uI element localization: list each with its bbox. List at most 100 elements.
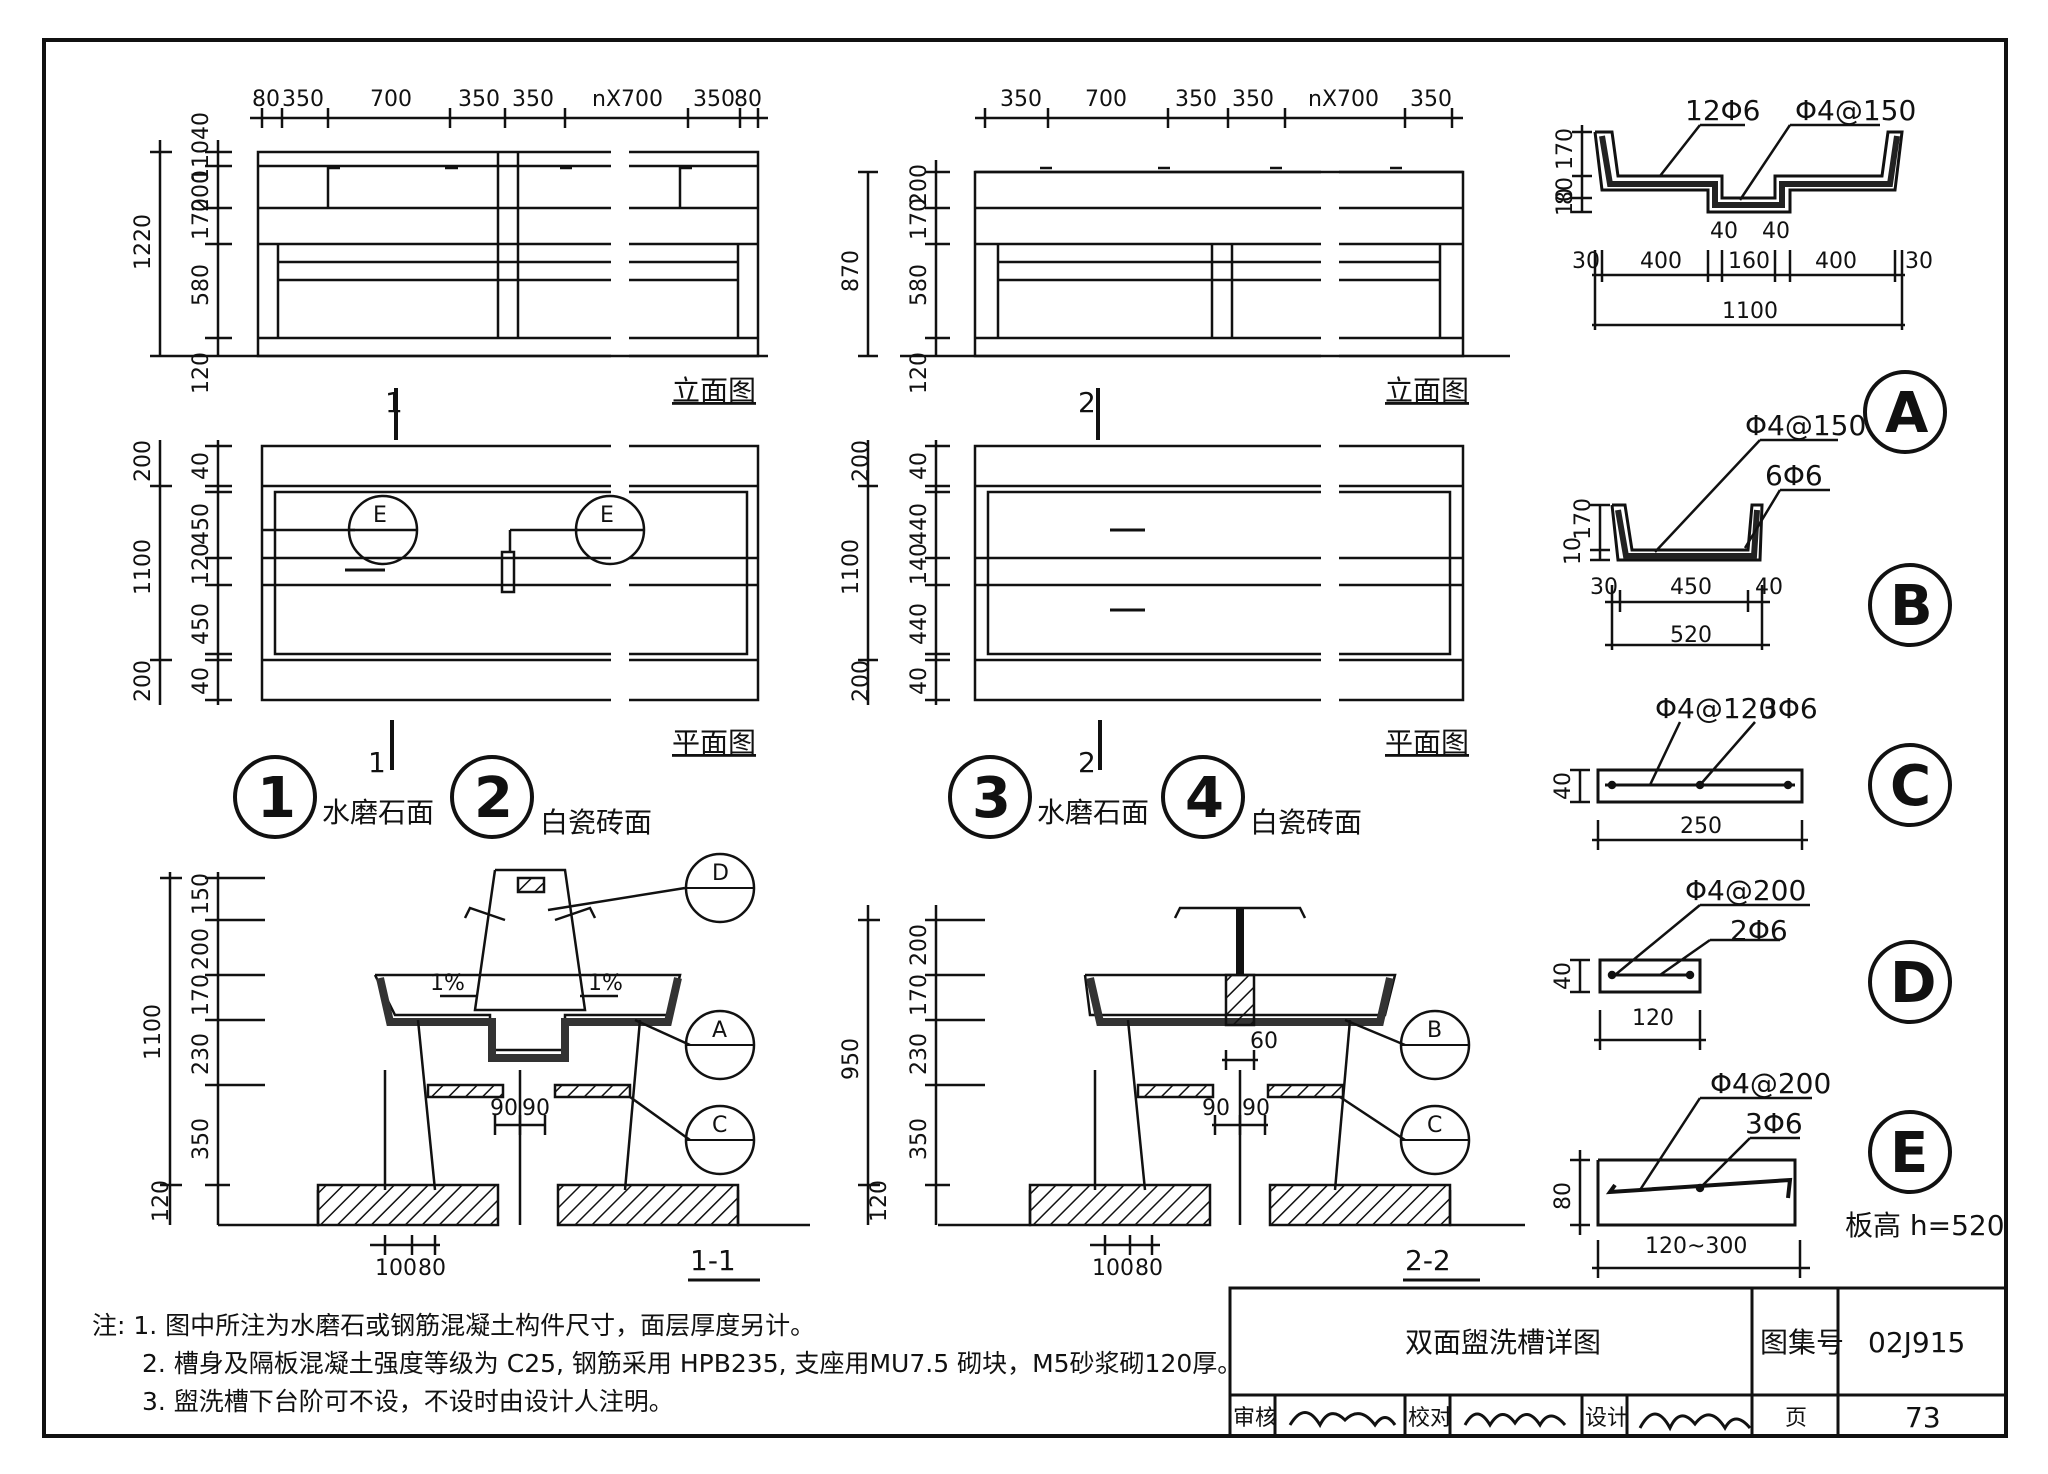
signature-design (1638, 1412, 1752, 1432)
dim-label: 170 (907, 198, 932, 240)
dim-label: 80 (1135, 1256, 1163, 1281)
detail-tag: C (1427, 1113, 1442, 1138)
elevation-1-left-dims: 40 110 200 170 580 120 1220 (131, 112, 214, 394)
dim-label: 30 (1590, 575, 1618, 600)
dim-label: 40 (907, 667, 932, 695)
detail-tag: A (1885, 381, 1929, 446)
dim-label: 120 (907, 352, 932, 394)
rebar-label: Φ4@150 (1745, 409, 1866, 442)
dim-total: 1220 (131, 214, 156, 270)
section-1-1 (160, 868, 810, 1255)
section-title: 2-2 (1405, 1244, 1451, 1277)
dim-label: 250 (1680, 814, 1722, 839)
dim-label: 90 (490, 1096, 518, 1121)
rebar-label: 6Φ6 (1765, 459, 1823, 492)
type-number: 2 (474, 766, 513, 831)
dim-label: 350 (907, 1118, 932, 1160)
dim-label: 110 (189, 140, 214, 182)
dim-label: 170 (1553, 128, 1578, 170)
dim-label: 350 (1000, 87, 1042, 112)
dim-label: 90 (522, 1096, 550, 1121)
page-number: 73 (1905, 1401, 1941, 1434)
signature-review (1288, 1411, 1397, 1429)
dim-label: 200 (189, 928, 214, 970)
elevation-2-top-dims: 350 700 350 350 nX700 350 (1000, 87, 1452, 112)
dim-label: 230 (907, 1033, 932, 1075)
dim-label: 170 (189, 198, 214, 240)
dim-label: 10 (1553, 188, 1578, 216)
section-1-left-dims: 150 200 170 230 350 120 1100 (141, 873, 214, 1222)
type-label: 白瓷砖面 (540, 806, 652, 839)
slope-label: 1% (430, 971, 465, 996)
dim-label: 40 (1762, 219, 1790, 244)
note-line: 注: 1. 图中所注为水磨石或钢筋混凝土构件尺寸，面层厚度另计。 (92, 1311, 816, 1340)
atlas-label: 图集号 (1760, 1326, 1844, 1359)
dim-label: 30 (1572, 249, 1600, 274)
type-label: 水磨石面 (322, 796, 434, 829)
dim-label: 30 (1905, 249, 1933, 274)
dim-label: 40 (189, 667, 214, 695)
drawing-title: 双面盥洗槽详图 (1405, 1326, 1601, 1359)
dim-label: 40 (189, 452, 214, 480)
dim-label: 350 (282, 87, 324, 112)
dim-label: 80 (1551, 1182, 1576, 1210)
dim-label: 100 (1092, 1256, 1134, 1281)
dim-label: 100 (375, 1256, 417, 1281)
detail-tag: C (712, 1113, 727, 1138)
note-line: 3. 盥洗槽下台阶可不设，不设时由设计人注明。 (142, 1387, 674, 1416)
type-markers: 1 水磨石面 2 白瓷砖面 3 水磨石面 4 白瓷砖面 (233, 755, 1362, 839)
dim-label: 350 (189, 1118, 214, 1160)
section-title: 1-1 (690, 1244, 736, 1277)
section-2-left-dims: 200 170 230 350 120 950 (839, 924, 932, 1222)
plan-label: 平面图 (672, 726, 756, 759)
dim-label: 60 (1250, 1029, 1278, 1054)
dim-label: 80 (418, 1256, 446, 1281)
dim-label: 40 (907, 452, 932, 480)
dim-label: 80 (1553, 177, 1578, 205)
dim-label: 170 (189, 974, 214, 1016)
section-mark-1: 1 (385, 386, 403, 419)
section-mark-1: 1 (368, 746, 386, 779)
dim-label: 120 (189, 352, 214, 394)
dim-label: 90 (1202, 1096, 1230, 1121)
dim-total: 1100 (131, 539, 156, 595)
elevation-label: 立面图 (672, 374, 756, 407)
elevation-2 (858, 108, 1510, 360)
type-number: 3 (972, 766, 1011, 831)
dim-label: 450 (189, 503, 214, 545)
dim-label: 120 (1632, 1006, 1674, 1031)
dim-label: 90 (1242, 1096, 1270, 1121)
dim-total: 1100 (1722, 299, 1778, 324)
dim-total: 870 (839, 250, 864, 292)
dim-total: 950 (839, 1038, 864, 1080)
dim-label: 700 (1085, 87, 1127, 112)
dim-label: 80 (252, 87, 280, 112)
elevation-1 (150, 108, 768, 360)
plan-2-left-dims: 200 40 440 140 440 40 200 1100 (839, 440, 932, 702)
elevation-label: 立面图 (1385, 374, 1469, 407)
dim-label: 170 (907, 974, 932, 1016)
dim-label: 440 (907, 603, 932, 645)
rebar-label: 3Φ6 (1745, 1107, 1803, 1140)
outer-frame (42, 38, 2008, 1438)
elevation-1-top-dims: 80 350 700 350 350 nX700 350 80 (252, 87, 762, 112)
review-label: 审核 (1233, 1406, 1277, 1431)
signature-check (1463, 1412, 1567, 1428)
plan-1 (150, 430, 760, 710)
dim-label: 150 (189, 873, 214, 915)
plan-2 (858, 430, 1465, 710)
dim-label: 580 (189, 264, 214, 306)
dim-label: 120 (149, 1180, 174, 1222)
type-number: 4 (1185, 766, 1224, 831)
dim-total: 520 (1670, 623, 1712, 648)
detail-tag: C (1890, 754, 1931, 819)
elevation-2-left-dims: 200 170 580 120 870 (839, 164, 932, 394)
dim-label: 140 (907, 543, 932, 585)
dim-label: 440 (907, 503, 932, 545)
detail-tag: B (1427, 1018, 1442, 1043)
section-mark-2: 2 (1078, 386, 1096, 419)
dim-label: 450 (189, 603, 214, 645)
dim-total: 1100 (141, 1004, 166, 1060)
rebar-label: 3Φ6 (1760, 692, 1818, 725)
dim-label: 200 (849, 440, 874, 482)
